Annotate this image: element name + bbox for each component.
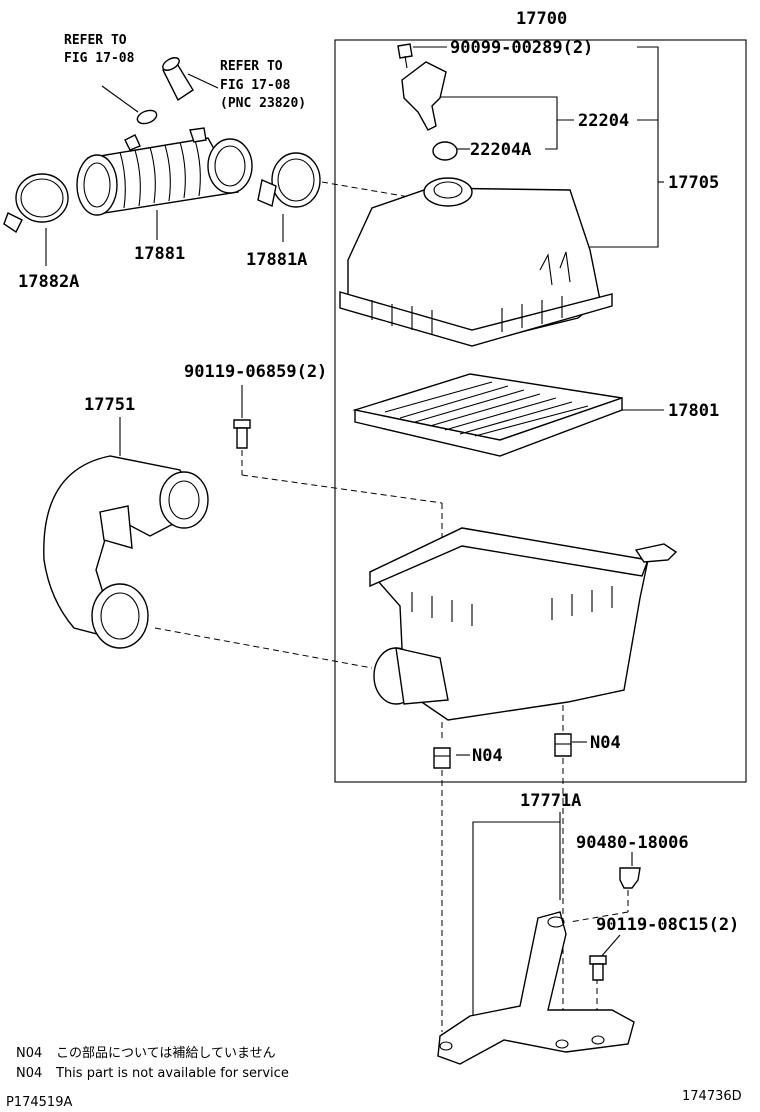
- footer-figure-id: 174736D: [682, 1089, 742, 1104]
- label-17881a: 17881A: [246, 250, 307, 270]
- note-text-jp: この部品については補給していません: [56, 1046, 276, 1061]
- grommet-n04-drawings: [433, 733, 572, 769]
- bolt-90119-06859-drawing: [233, 419, 251, 449]
- label-17801: 17801: [668, 401, 719, 421]
- bolt-90119-08c15-drawing: [589, 955, 607, 981]
- intake-hose-17881-drawing: [76, 127, 253, 216]
- hose-clamp-17882a-drawing: [3, 173, 69, 234]
- label-refer-to-b: REFER TO FIG 17-08 (PNC 23820): [220, 59, 306, 111]
- refer-fitting-drawing: [136, 57, 194, 125]
- inlet-duct-17751-drawing: [43, 455, 209, 649]
- label-90119-06859: 90119-06859(2): [184, 362, 327, 382]
- air-flow-meter-22204-drawing: [397, 43, 458, 161]
- label-17700: 17700: [516, 9, 567, 29]
- air-filter-element-17801-drawing: [352, 373, 623, 457]
- label-17882a: 17882A: [18, 272, 79, 292]
- assembly-box-17700: [334, 39, 747, 783]
- air-cleaner-cap-17705-drawing: [339, 177, 613, 347]
- air-cleaner-case-lower-drawing: [368, 527, 678, 721]
- label-refer-to-a: REFER TO FIG 17-08: [64, 33, 135, 66]
- label-90099-00289: 90099-00289(2): [450, 38, 593, 58]
- note-code-jp: N04: [16, 1046, 42, 1061]
- label-17771a: 17771A: [520, 791, 581, 811]
- label-17881: 17881: [134, 244, 185, 264]
- bracket-17771a-drawing: [437, 911, 635, 1065]
- label-n04-left: N04: [472, 746, 503, 766]
- label-22204a: 22204A: [470, 140, 531, 160]
- label-22204: 22204: [578, 111, 629, 131]
- hose-clamp-17881a-drawing: [257, 152, 321, 208]
- label-90119-08c15: 90119-08C15(2): [596, 915, 739, 935]
- note-code-en: N04: [16, 1066, 42, 1081]
- clip-90480-drawing: [619, 867, 641, 889]
- leader-lines: [45, 46, 664, 1030]
- note-text-en: This part is not available for service: [55, 1066, 289, 1081]
- label-17705: 17705: [668, 173, 719, 193]
- label-17751: 17751: [84, 395, 135, 415]
- label-90480-18006: 90480-18006: [576, 833, 689, 853]
- label-n04-right: N04: [590, 733, 621, 753]
- footer-page-id: P174519A: [6, 1095, 72, 1110]
